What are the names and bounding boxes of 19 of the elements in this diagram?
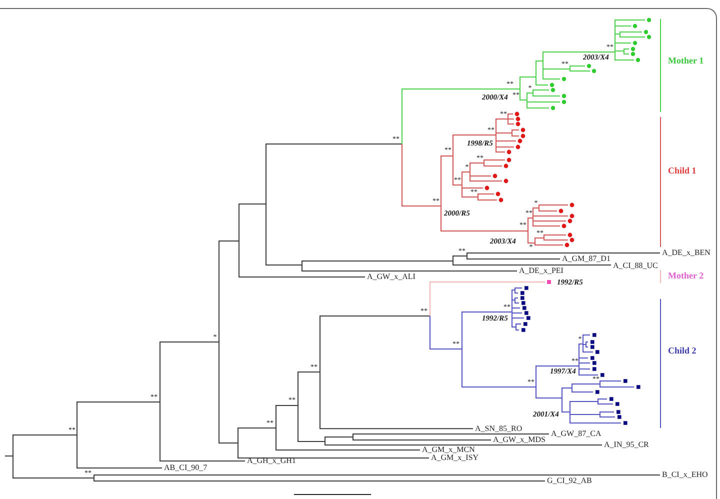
taxon-label: G_CI_92_AB — [547, 477, 592, 485]
taxon-label: A_GM_x_ISY — [431, 454, 479, 462]
taxon-label: A_IN_95_CR — [604, 441, 649, 449]
taxon-label: B_CI_x_EHO — [662, 471, 708, 479]
taxon-label: A_DE_x_BEN — [662, 249, 710, 257]
clade-label: Child 2 — [668, 346, 696, 356]
taxon-label: A_GW_x_MDS — [493, 436, 546, 444]
taxon-label: A_GM_x_MCN — [422, 446, 475, 454]
taxon-label: A_DE_x_PEI — [519, 267, 564, 275]
taxon-label: A_GH_x_GH1 — [247, 457, 296, 465]
taxon-label: A_SN_85_RO — [475, 425, 522, 433]
taxon-label: A_GM_87_D1 — [562, 255, 610, 263]
taxon-label: A_GW_87_CA — [551, 430, 602, 438]
taxon-label: A_CI_88_UC — [613, 262, 658, 270]
taxon-label: AB_CI_90_7 — [164, 464, 208, 472]
clade-label: Mother 1 — [668, 56, 704, 66]
clade-label: Child 1 — [668, 166, 696, 176]
taxon-label: A_GW_x_ALI — [367, 273, 416, 281]
clade-label: Mother 2 — [668, 272, 704, 280]
